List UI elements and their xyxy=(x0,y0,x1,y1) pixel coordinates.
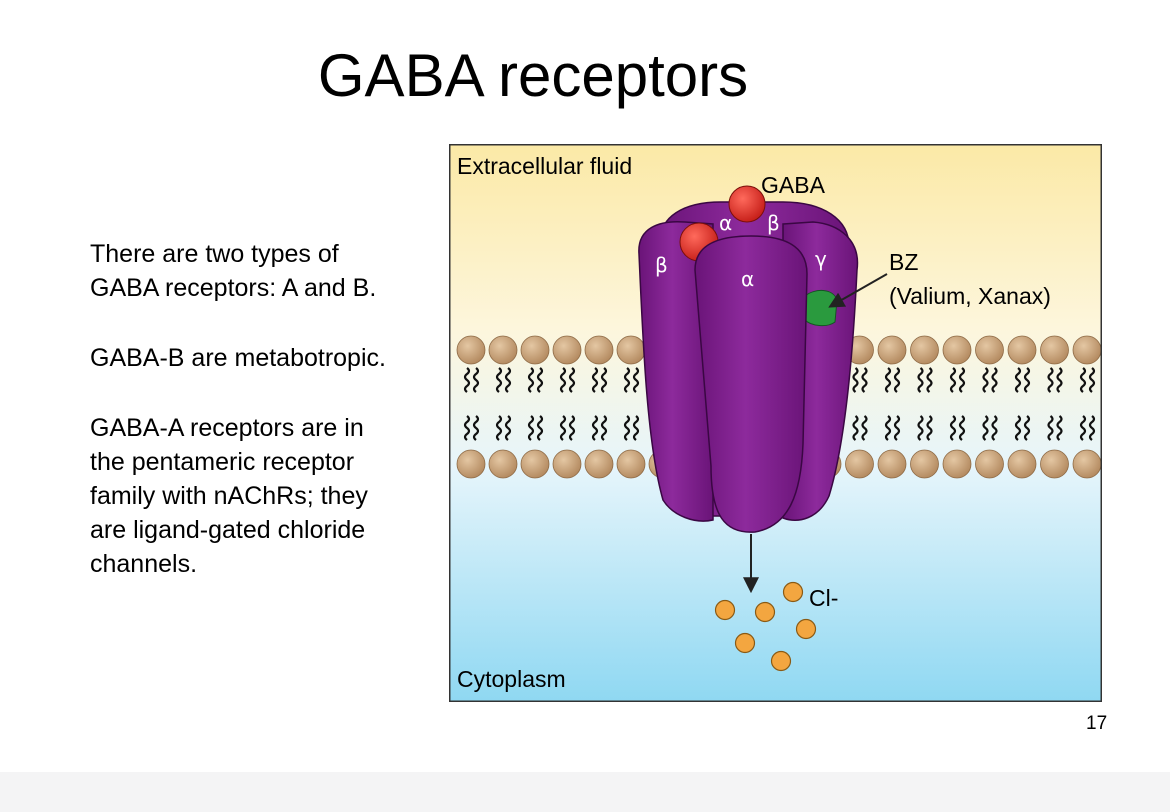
diagram-canvas: Extracellular fluid Cytoplasm GABA BZ (V… xyxy=(449,144,1102,702)
lipid-head xyxy=(1072,335,1102,365)
lipid-head xyxy=(584,335,614,365)
slide-body: There are two types of GABA receptors: A… xyxy=(90,237,440,617)
paragraph-gaba-a: GABA-A receptors are in the pentameric r… xyxy=(90,414,368,578)
lipid-head xyxy=(1040,335,1069,365)
chloride-label: Cl- xyxy=(809,585,838,611)
chloride-ion xyxy=(795,618,817,640)
subunit-label-gamma: γ xyxy=(815,247,827,271)
bz-binding-site xyxy=(804,290,838,327)
lipid-head xyxy=(975,335,1004,365)
subunit-label-back-alpha: α xyxy=(719,211,732,235)
lipid-bilayer xyxy=(456,335,1102,479)
slide-number: 17 xyxy=(1086,713,1108,734)
gaba-receptor-diagram: Extracellular fluid Cytoplasm GABA BZ (V… xyxy=(449,144,1102,702)
lipid-head xyxy=(456,335,486,365)
chloride-ions xyxy=(714,581,817,672)
lipid-head xyxy=(975,449,1004,479)
lipid-head xyxy=(845,449,874,479)
chloride-ion xyxy=(770,650,792,672)
lipid-head xyxy=(616,335,646,365)
slide: GABA receptors There are two types of GA… xyxy=(90,42,1108,734)
lipid-head xyxy=(520,335,550,365)
lipid-head xyxy=(942,335,972,365)
viewer-footer-bar xyxy=(0,772,1170,812)
lipid-head xyxy=(877,335,907,365)
lipid-head xyxy=(877,449,907,479)
lipid-head xyxy=(942,449,972,479)
gaba-label: GABA xyxy=(761,172,826,198)
chloride-ion xyxy=(754,601,776,623)
receptor-alpha-subunit-front xyxy=(694,235,808,533)
receptor-beta-subunit-left xyxy=(638,220,714,522)
lipid-head xyxy=(552,449,582,479)
lipid-head xyxy=(488,335,518,365)
chloride-ion xyxy=(782,581,804,603)
lipid-head xyxy=(1040,449,1069,479)
bz-pointer-arrow xyxy=(828,273,888,308)
lipid-head xyxy=(1007,335,1037,365)
paragraph-gaba-b: GABA-B are metabotropic. xyxy=(90,344,386,372)
lipid-head xyxy=(910,335,939,365)
lipid-head xyxy=(1007,449,1037,479)
lipid-head xyxy=(584,449,614,479)
bz-drugs-label: (Valium, Xanax) xyxy=(889,283,1051,309)
lipid-head xyxy=(910,449,939,479)
gaba-molecule-top xyxy=(728,185,766,223)
lipid-head xyxy=(1072,449,1102,479)
lipid-head xyxy=(616,449,646,479)
slide-title: GABA receptors xyxy=(317,42,749,109)
subunit-label-back-beta: β xyxy=(767,211,780,235)
bz-label: BZ xyxy=(889,249,918,275)
cytoplasm-label: Cytoplasm xyxy=(457,666,566,692)
subunit-label-front-alpha: α xyxy=(741,267,754,291)
lipid-head xyxy=(552,335,582,365)
lipid-head xyxy=(520,449,550,479)
extracellular-label: Extracellular fluid xyxy=(457,153,632,179)
lipid-head xyxy=(488,449,518,479)
subunit-label-left-beta: β xyxy=(655,253,668,277)
lipid-head xyxy=(456,449,486,479)
chloride-ion xyxy=(714,599,736,621)
figure-border xyxy=(449,144,1102,702)
chloride-ion xyxy=(734,632,756,654)
paragraph-receptor-types: There are two types of GABA receptors: A… xyxy=(90,240,377,302)
